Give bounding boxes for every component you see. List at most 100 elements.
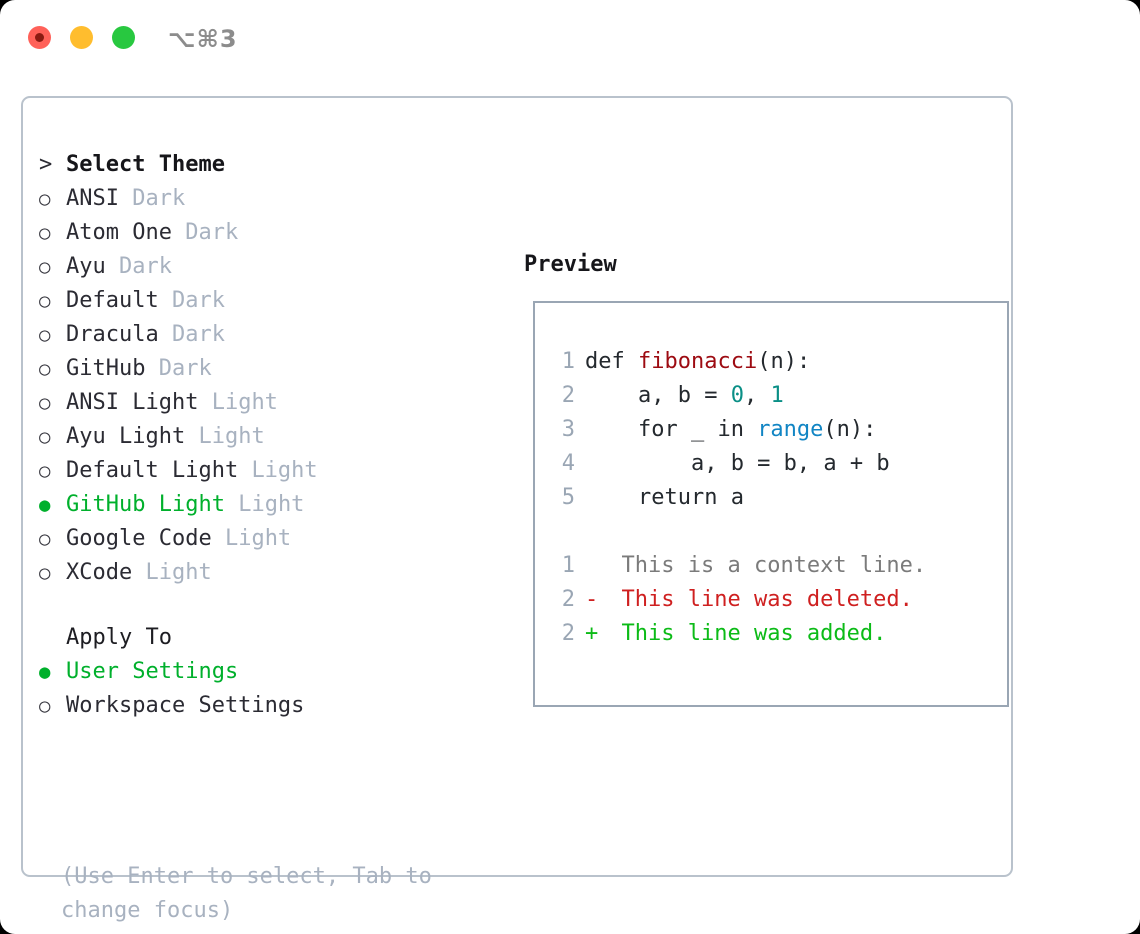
preview-title: Preview [524, 252, 617, 277]
diff-sign-spacer [595, 553, 622, 578]
code-line: 1 def fibonacci(n): [551, 345, 1001, 379]
code-token-num: 0 [730, 383, 744, 408]
theme-option-github[interactable]: ○GitHub Dark [39, 352, 479, 386]
theme-option-ansi[interactable]: ○ANSI Dark [39, 182, 479, 216]
radio-unselected-icon: ○ [39, 290, 51, 312]
theme-option-ansi-light[interactable]: ○ANSI Light Light [39, 386, 479, 420]
label-tag-separator [225, 488, 238, 522]
radio-unselected-icon: ○ [39, 528, 51, 550]
theme-option-google-code[interactable]: ○ Google Code Light [39, 522, 479, 556]
theme-option-label: GitHub [66, 356, 146, 381]
theme-option-label: GitHub Light [66, 492, 225, 517]
theme-option-label: Default Light [66, 458, 239, 483]
line-number: 1 [561, 349, 575, 374]
code-token-plain: a, b = [585, 383, 731, 408]
theme-option-ayu[interactable]: ○Ayu Dark [39, 250, 479, 284]
code-token-plain: a, b = b, a + b [585, 451, 890, 476]
radio-unselected-icon: ○ [39, 392, 51, 414]
select-theme-header: > Select Theme [39, 148, 479, 182]
code-token-func: fibonacci [637, 349, 758, 374]
label-tag-separator [119, 182, 132, 216]
theme-variant-tag: Light [251, 458, 318, 483]
apply-to-option-workspace-settings[interactable]: ○ Workspace Settings [39, 689, 479, 723]
theme-variant-tag: Dark [158, 356, 212, 381]
theme-variant-tag: Dark [171, 322, 225, 347]
help-hint-text: (Use Enter to select, Tab to change focu… [61, 864, 432, 923]
code-token-plain: (n): [823, 417, 877, 442]
diff-text: This line was added. [621, 621, 887, 646]
diff-sign: - [585, 587, 599, 612]
apply-to-gutter-spacer [39, 621, 66, 655]
apply-to-option-label: User Settings [66, 659, 239, 684]
theme-option-default[interactable]: ○ Default Dark [39, 284, 479, 318]
code-line: 3 for _ in range(n): [551, 413, 1001, 447]
diff-line-deleted: 2- This line was deleted. [551, 583, 1001, 617]
code-token-plain: for _ in [585, 417, 758, 442]
code-line: 2 a, b = 0, 1 [551, 379, 1001, 413]
theme-option-label: Default [66, 288, 159, 313]
theme-option-dracula[interactable]: ○ Dracula Dark [39, 318, 479, 352]
apply-to-option-label: Workspace Settings [66, 693, 305, 718]
code-text: for _ in range(n): [585, 417, 876, 442]
code-token-plain: return a [585, 485, 744, 510]
code-token-num: 1 [770, 383, 784, 408]
code-token-built: range [757, 417, 824, 442]
window-controls [28, 26, 135, 49]
label-tag-separator [145, 352, 158, 386]
theme-variant-tag: Dark [132, 186, 186, 211]
diff-line-added: 2+ This line was added. [551, 617, 1001, 651]
theme-option-label: Google Code [66, 526, 212, 551]
code-line: 5 return a [551, 481, 1001, 515]
theme-list-column: > Select Theme ○ANSI Dark○Atom One Dark○… [39, 148, 479, 723]
label-tag-separator [172, 216, 185, 250]
line-number: 4 [561, 451, 575, 476]
apply-to-option-list: ●User Settings ○ Workspace Settings [39, 655, 479, 723]
apply-to-option-user-settings[interactable]: ●User Settings [39, 655, 479, 689]
label-tag-separator [185, 420, 198, 454]
theme-option-ayu-light[interactable]: ○Ayu Light Light [39, 420, 479, 454]
line-number: 2 [561, 383, 575, 408]
radio-unselected-icon: ○ [39, 222, 51, 244]
line-number: 2 [561, 621, 575, 646]
minimize-button[interactable] [70, 26, 93, 49]
theme-option-label: ANSI Light [66, 390, 199, 415]
radio-unselected-icon: ○ [39, 460, 51, 482]
diff-sample: 1 This is a context line.2- This line wa… [551, 549, 1001, 651]
theme-option-label: Atom One [66, 220, 172, 245]
theme-variant-tag: Light [198, 424, 265, 449]
diff-sign [585, 549, 595, 583]
line-number: 3 [561, 417, 575, 442]
diff-sign-spacer [595, 587, 622, 612]
diff-text-wrapper: This is a context line. [585, 553, 927, 578]
radio-selected-icon: ● [39, 494, 51, 516]
label-tag-separator [198, 386, 211, 420]
label-tag-separator [212, 522, 225, 556]
radio-unselected-icon: ○ [39, 562, 51, 584]
line-number: 5 [561, 485, 575, 510]
apply-to-header: Apply To [39, 621, 479, 655]
radio-unselected-icon: ○ [39, 426, 51, 448]
theme-option-default-light[interactable]: ○ Default Light Light [39, 454, 479, 488]
theme-variant-tag: Dark [171, 288, 225, 313]
title-bar: ⌥⌘3 [0, 0, 1140, 78]
theme-option-label: Dracula [66, 322, 159, 347]
close-icon [35, 33, 44, 42]
label-tag-separator [106, 250, 119, 284]
radio-unselected-icon: ○ [39, 695, 51, 717]
code-text: a, b = b, a + b [585, 451, 890, 476]
code-text: a, b = 0, 1 [585, 383, 784, 408]
theme-variant-tag: Light [224, 526, 292, 551]
code-token-plain: (n): [757, 349, 811, 374]
radio-unselected-icon: ○ [39, 324, 51, 346]
diff-sign-spacer [595, 621, 622, 646]
maximize-button[interactable] [112, 26, 135, 49]
theme-option-label: Ayu [66, 254, 106, 279]
select-theme-header-label: Select Theme [66, 152, 225, 177]
code-token-plain: def [585, 349, 638, 374]
theme-option-github-light[interactable]: ●GitHub Light Light [39, 488, 479, 522]
theme-option-xcode[interactable]: ○XCode Light [39, 556, 479, 590]
close-button[interactable] [28, 26, 51, 49]
theme-option-atom-one[interactable]: ○Atom One Dark [39, 216, 479, 250]
label-tag-separator [132, 556, 145, 590]
